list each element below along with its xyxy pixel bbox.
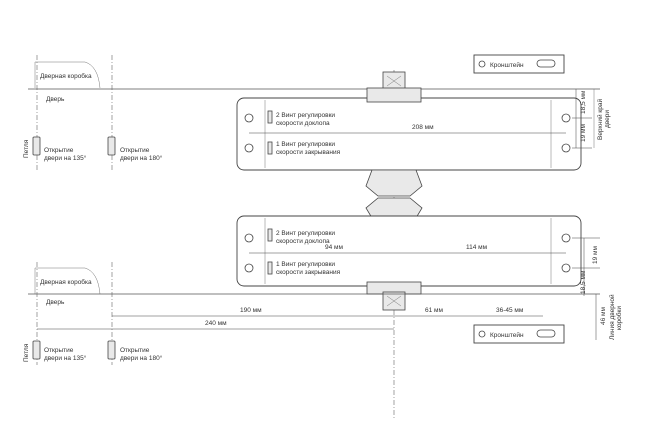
- marker-180-bottom: [107, 340, 116, 360]
- open135-bottom-l1: Открытие: [44, 347, 74, 354]
- screw1-top-l1: 1 Винт регулировки: [276, 141, 335, 148]
- open180-top-l2: двери на 180°: [120, 154, 163, 162]
- open135-bottom-l2: двери на 135°: [44, 354, 87, 362]
- hole-top-2: [244, 143, 254, 153]
- open180-top-l1: Открытие: [120, 147, 150, 154]
- closer-body-top: [236, 97, 582, 171]
- screw2-top-l1: 2 Винт регулировки: [276, 112, 335, 119]
- dim-208-text: 208 мм: [412, 124, 434, 131]
- dim-19-bottom: 19 мм: [592, 245, 599, 264]
- hinge-bottom: [32, 340, 41, 360]
- door-label-top: Дверь: [46, 96, 65, 103]
- open180-bottom-l2: двери на 180°: [120, 354, 163, 362]
- dim-18-top: 18,5 мм: [580, 90, 587, 114]
- hole-bottom-4: [561, 263, 571, 273]
- screw2-top: [267, 110, 273, 124]
- hinge-label-bottom: Петля: [23, 343, 30, 362]
- door-label-bottom: Дверь: [46, 299, 65, 306]
- dim-18-bottom: 18,5 мм: [580, 270, 587, 294]
- frame-edge-l1: Линия дверной: [608, 294, 616, 340]
- dim-19-top: 19 мм: [580, 123, 587, 142]
- bracket-hole-top-1: [478, 60, 486, 68]
- screw1-top: [267, 141, 273, 155]
- door-frame-outline-top: [34, 61, 101, 89]
- top-scheme: Дверная коробка Дверь Петля Открытие две…: [23, 54, 611, 420]
- screw2-top-l2: скорости доклопа: [276, 120, 330, 127]
- bottom-scheme: 2 Винт регулировки скорости доклопа 1 Ви…: [23, 197, 623, 365]
- arm-knuckle-bottom: [365, 197, 423, 219]
- open135-top-l1: Открытие: [44, 147, 74, 154]
- door-frame-outline-bottom: [34, 267, 101, 295]
- marker-180-top: [107, 136, 116, 156]
- bracket-slot-top: [536, 59, 556, 68]
- dim-114-text: 114 мм: [466, 244, 488, 251]
- hole-bottom-2: [244, 263, 254, 273]
- closer-top-cap: [366, 87, 422, 103]
- screw1-bottom-l2: скорости закрывания: [276, 269, 341, 276]
- hole-bottom-1: [244, 233, 254, 243]
- dim-46-text: 46 мм: [600, 306, 607, 325]
- screw1-bottom-l1: 1 Винт регулировки: [276, 261, 335, 268]
- hole-top-1: [244, 113, 254, 123]
- dim-61-text: 61 мм: [425, 307, 444, 314]
- dim-3645-text: 36-45 мм: [496, 307, 524, 314]
- bracket-label-top: Кронштейн: [490, 61, 524, 69]
- bracket-top: [473, 54, 565, 74]
- top-edge-l1: Верхний край: [596, 99, 604, 140]
- door-frame-label-bottom: Дверная коробка: [40, 278, 92, 286]
- bracket-hole-bottom-1: [478, 330, 486, 338]
- screw1-bottom: [267, 261, 273, 275]
- door-frame-label-top: Дверная коробка: [40, 72, 92, 80]
- hinge-label-top: Петля: [23, 139, 30, 158]
- open135-top-l2: двери на 135°: [44, 154, 87, 162]
- screw2-bottom-l2: скорости доклопа: [276, 238, 330, 245]
- hole-top-4: [561, 143, 571, 153]
- dim-240-text: 240 мм: [205, 320, 227, 327]
- hole-bottom-3: [561, 233, 571, 243]
- screw1-top-l2: скорости закрывания: [276, 149, 341, 156]
- bracket-label-bottom: Кронштейн: [490, 331, 524, 339]
- screw2-bottom: [267, 228, 273, 242]
- hole-top-3: [561, 113, 571, 123]
- pinion-cross-bottom: [386, 295, 402, 307]
- hinge-top: [32, 136, 41, 156]
- bracket-slot-bottom: [536, 329, 556, 338]
- top-edge-l2: двери: [604, 110, 611, 128]
- arm-knuckle-top: [365, 169, 423, 197]
- open180-bottom-l1: Открытие: [120, 347, 150, 354]
- pinion-cross-top: [386, 75, 402, 87]
- frame-edge-l2: коробки: [615, 306, 623, 330]
- screw2-bottom-l1: 2 Винт регулировки: [276, 230, 335, 237]
- dim-190-text: 190 мм: [240, 307, 262, 314]
- dim-94-text: 94 мм: [325, 244, 344, 251]
- bracket-bottom: [473, 324, 565, 344]
